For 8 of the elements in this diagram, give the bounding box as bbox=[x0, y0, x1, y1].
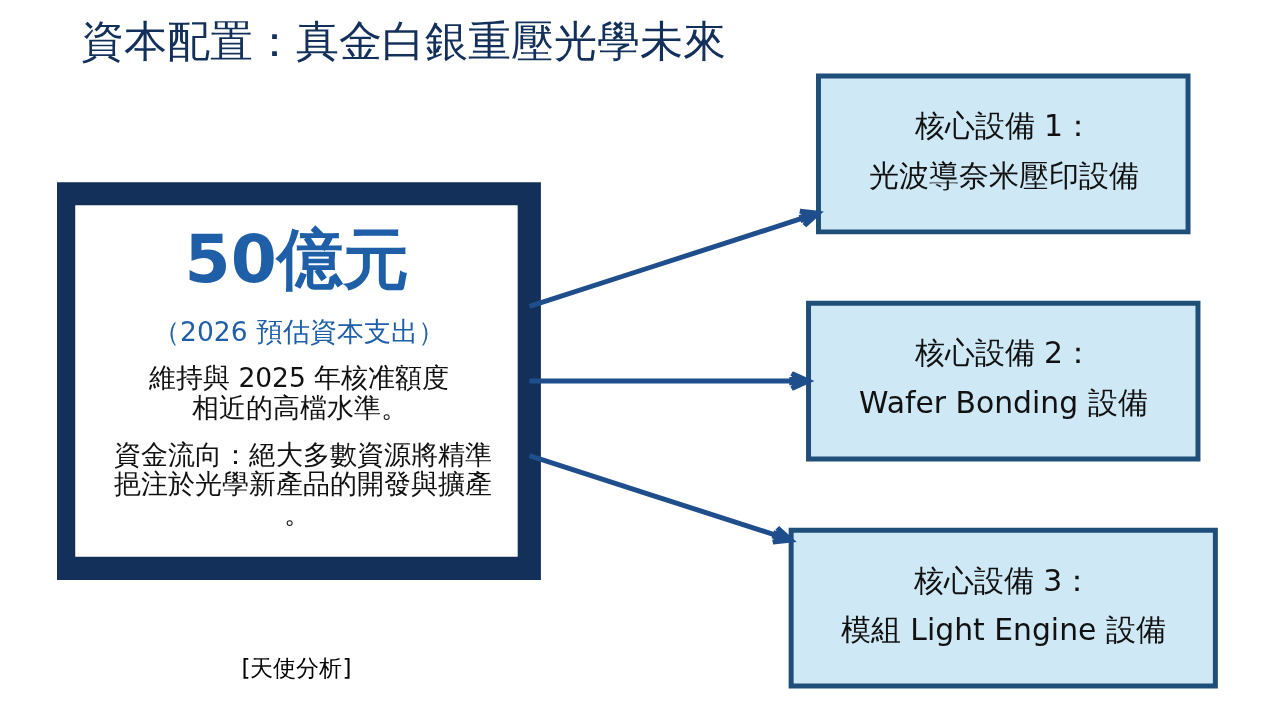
arrow bbox=[528, 208, 821, 309]
label: [天使分析] bbox=[241, 653, 352, 681]
node-box: 核心設備 1： 光波導奈米壓印設備 bbox=[816, 73, 1191, 235]
node-box: 50億元 （2026 預估資本支出） 維持與 2025 年核准額度相近的高檔水準。 資金流向：絕大多數資源將精準挹注於光學新產品的開發與擴產。 bbox=[57, 182, 541, 580]
diagram-title: 資本配置：真金白銀重壓光學未來 bbox=[80, 15, 726, 66]
arrow bbox=[528, 453, 794, 545]
node-box: 核心設備 3： 模組 Light Engine 設備 bbox=[788, 527, 1218, 689]
node-box: 核心設備 2： Wafer Bonding 設備 bbox=[806, 300, 1201, 462]
